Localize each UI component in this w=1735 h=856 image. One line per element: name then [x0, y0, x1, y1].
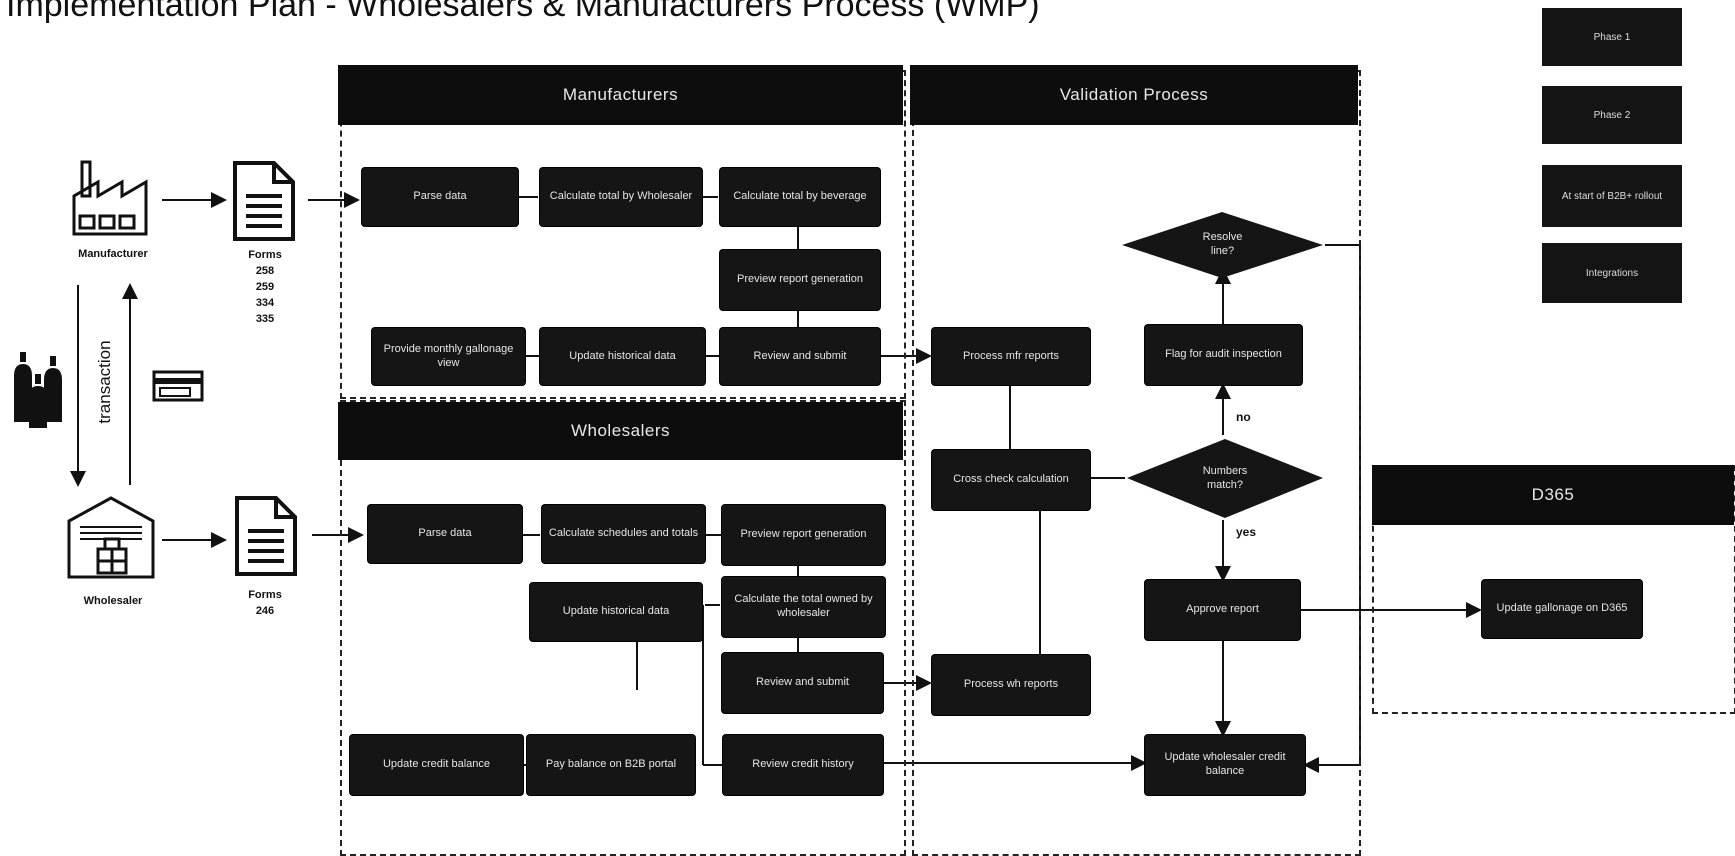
legend-phase-1: Phase 1	[1542, 8, 1682, 66]
factory-icon	[72, 160, 148, 236]
wh-update-historical: Update historical data	[530, 583, 702, 641]
manufacturer-forms-label: Forms 258 259 334 335	[248, 249, 282, 325]
numbers-match-label: Numbers match?	[1202, 464, 1248, 491]
no-label: no	[1236, 410, 1251, 424]
legend-integrations: Integrations	[1542, 243, 1682, 303]
mfr-parse-data: Parse data	[362, 168, 518, 226]
val-cross-check: Cross check calculation	[932, 450, 1090, 510]
mfr-monthly-gallonage: Provide monthly gallonage view	[372, 328, 525, 385]
d365-update-gallonage: Update gallonage on D365	[1482, 580, 1642, 638]
val-process-mfr-reports: Process mfr reports	[932, 328, 1090, 385]
val-update-wholesaler-credit: Update wholesaler credit balance	[1145, 735, 1305, 795]
d365-header: D365	[1372, 465, 1734, 525]
mfr-preview-report: Preview report generation	[720, 250, 880, 310]
resolve-decision-label: Resolve line?	[1202, 231, 1243, 257]
mfr-review-submit: Review and submit	[720, 328, 880, 385]
wh-calc-schedules: Calculate schedules and totals	[542, 505, 705, 563]
document-icon	[233, 161, 295, 241]
mfr-calc-total-beverage: Calculate total by beverage	[720, 168, 880, 226]
transaction-label: transaction	[95, 340, 114, 424]
mfr-update-historical: Update historical data	[540, 328, 705, 385]
wh-preview-report: Preview report generation	[722, 505, 885, 565]
val-process-wh-reports: Process wh reports	[932, 655, 1090, 715]
wh-parse-data: Parse data	[368, 505, 522, 563]
credit-card-icon	[152, 370, 204, 402]
manufacturers-header: Manufacturers	[338, 65, 903, 125]
bottles-icon	[14, 352, 62, 428]
wh-review-credit-history: Review credit history	[723, 735, 883, 795]
page-title: Implementation Plan - Wholesalers & Manu…	[6, 0, 1040, 24]
document-icon	[235, 496, 297, 576]
yes-label: yes	[1236, 525, 1257, 539]
mfr-calc-total-wholesaler: Calculate total by Wholesaler	[540, 168, 702, 226]
wh-update-credit: Update credit balance	[350, 735, 523, 795]
wh-calc-total-owed: Calculate the total owned by wholesaler	[722, 577, 885, 637]
wholesalers-lane	[340, 400, 906, 856]
val-approve-report: Approve report	[1145, 580, 1300, 640]
wholesaler-forms-label: Forms 246	[248, 589, 282, 617]
wh-review-submit: Review and submit	[722, 653, 883, 713]
numbers-match-decision: Numbers match?	[1125, 437, 1325, 520]
wh-pay-balance: Pay balance on B2B portal	[527, 735, 695, 795]
legend-b2b-rollout: At start of B2B+ rollout	[1542, 165, 1682, 227]
warehouse-icon	[67, 496, 155, 579]
legend-phase-2: Phase 2	[1542, 86, 1682, 144]
resolve-decision: Resolve line?	[1120, 210, 1325, 280]
validation-header: Validation Process	[910, 65, 1358, 125]
manufacturer-label: Manufacturer	[78, 248, 148, 260]
val-flag-audit: Flag for audit inspection	[1145, 325, 1302, 385]
wholesaler-label: Wholesaler	[83, 595, 143, 607]
wholesalers-header: Wholesalers	[338, 402, 903, 460]
